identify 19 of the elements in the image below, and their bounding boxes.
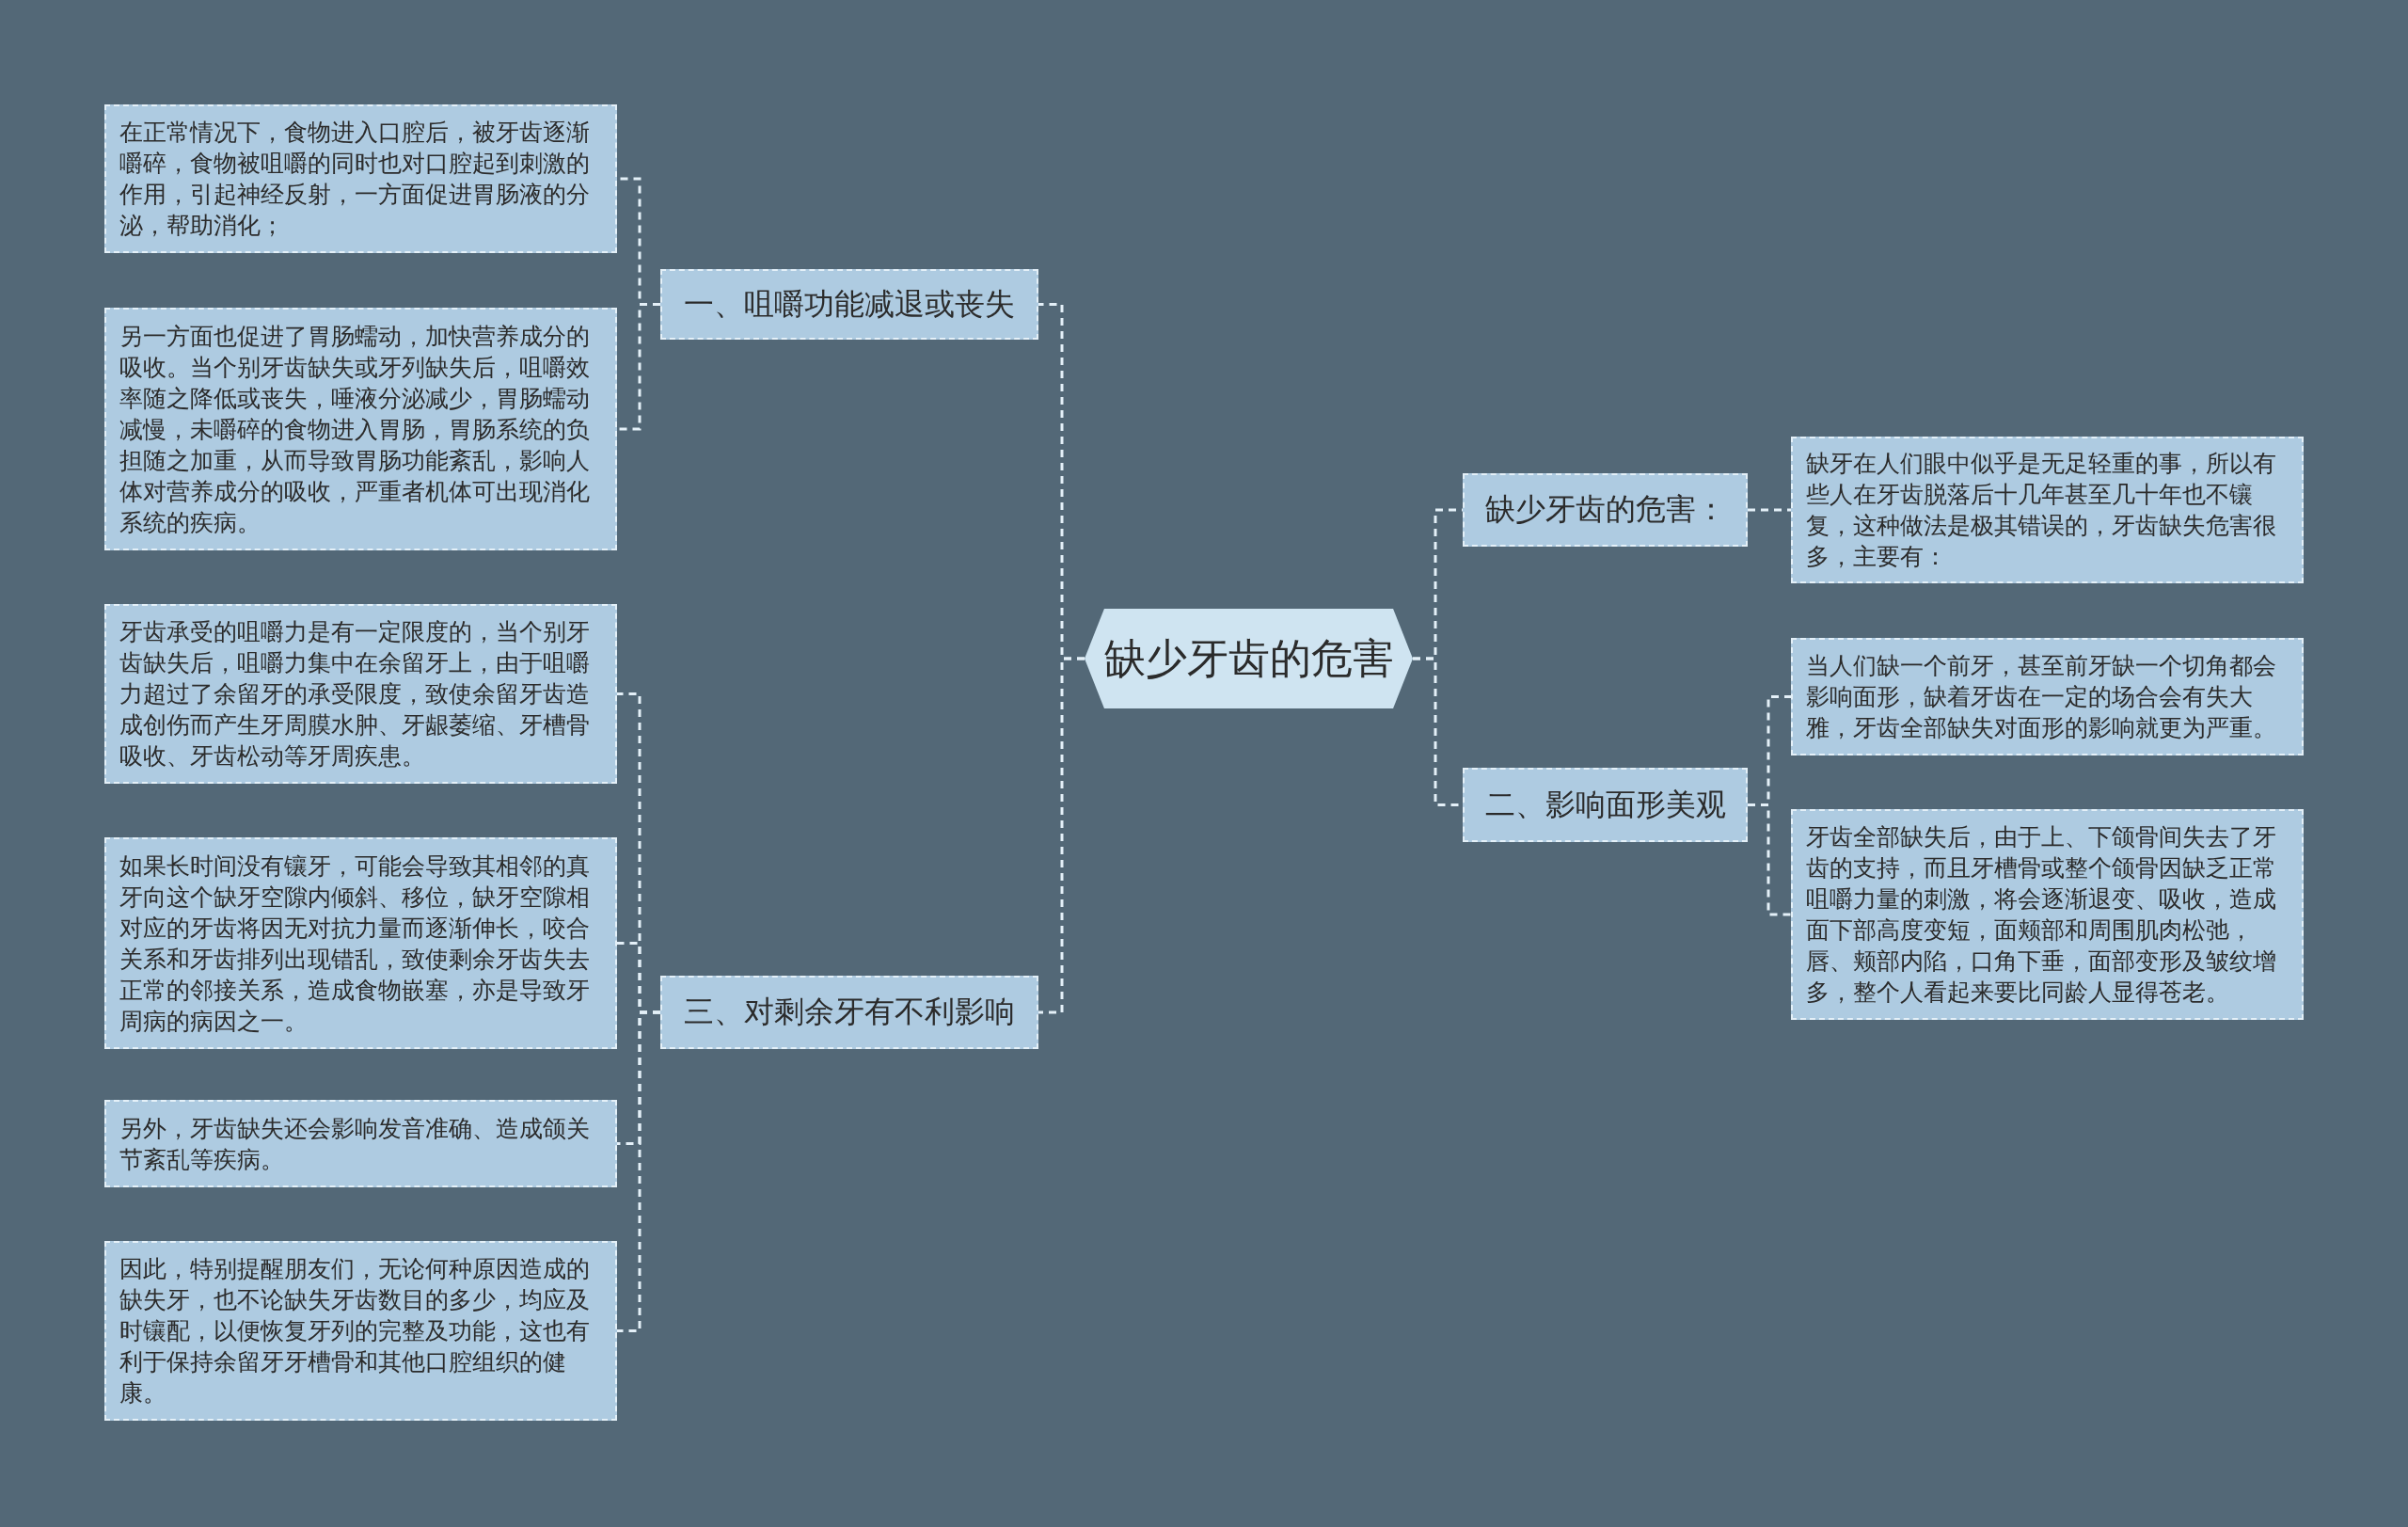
connector-line: [1748, 803, 1791, 916]
text-box: 牙齿承受的咀嚼力是有一定限度的，当个别牙齿缺失后，咀嚼力集中在余留牙上，由于咀嚼力超过了余留牙的承受限度，致使余留牙齿造成创伤而产生牙周膜水肿、牙龈萎缩、牙槽骨吸收、牙齿松动等牙周疾患。: [104, 604, 617, 784]
connector-line: [1748, 508, 1791, 512]
central-topic: 缺少牙齿的危害: [1085, 609, 1413, 708]
topic-box: 一、咀嚼功能减退或丧失: [660, 269, 1038, 340]
text-box: 如果长时间没有镶牙，可能会导致其相邻的真牙向这个缺牙空隙内倾斜、移位，缺牙空隙相对应的牙齿将因无对抗力量而逐渐伸长，咬合关系和牙齿排列出现错乱，致使剩余牙齿失去正常的邻接关系，造成食物嵌塞，亦是导致牙周病的病因之一。: [104, 837, 617, 1049]
text-box: 在正常情况下，食物进入口腔后，被牙齿逐渐嚼碎，食物被咀嚼的同时也对口腔起到刺激的作用，引起神经反射，一方面促进胃肠液的分泌，帮助消化；: [104, 104, 617, 253]
text-box: 因此，特别提醒朋友们，无论何种原因造成的缺失牙，也不论缺失牙齿数目的多少，均应及时镶配，以便恢复牙列的完整及功能，这也有利于保持余留牙牙槽骨和其他口腔组织的健康。: [104, 1241, 617, 1421]
text-box: 牙齿全部缺失后，由于上、下颌骨间失去了牙齿的支持，而且牙槽骨或整个颌骨因缺乏正常咀嚼力量的刺激，将会逐渐退变、吸收，造成面下部高度变短，面颊部和周围肌肉松弛，唇、颊部内陷，口角下垂，面部变形及皱纹增多，整个人看起来要比同龄人显得苍老。: [1791, 809, 2304, 1020]
text-box: 缺牙在人们眼中似乎是无足轻重的事，所以有些人在牙齿脱落后十几年甚至几十年也不镶复，这种做法是极其错误的，牙齿缺失危害很多，主要有：: [1791, 437, 2304, 583]
connector-line: [1038, 657, 1085, 1014]
connector-line: [617, 1010, 660, 1332]
text-box: 另一方面也促进了胃肠蠕动，加快营养成分的吸收。当个别牙齿缺失或牙列缺失后，咀嚼效率随之降低或丧失，唾液分泌减少，胃肠蠕动减慢，未嚼碎的食物进入胃肠，胃肠系统的负担随之加重，从而导致胃肠功能紊乱，影响人体对营养成分的吸收，严重者机体可出现消化系统的疾病。: [104, 308, 617, 550]
text-box: 另外，牙齿缺失还会影响发音准确、造成颌关节紊乱等疾病。: [104, 1100, 617, 1187]
topic-box: 二、影响面形美观: [1463, 768, 1748, 842]
topic-box: 三、对剩余牙有不利影响: [660, 976, 1038, 1049]
text-box: 当人们缺一个前牙，甚至前牙缺一个切角都会影响面形，缺着牙齿在一定的场合会有失大雅，牙齿全部缺失对面形的影响就更为严重。: [1791, 638, 2304, 756]
connector-line: [617, 303, 660, 431]
topic-box: 缺少牙齿的危害：: [1463, 473, 1748, 547]
